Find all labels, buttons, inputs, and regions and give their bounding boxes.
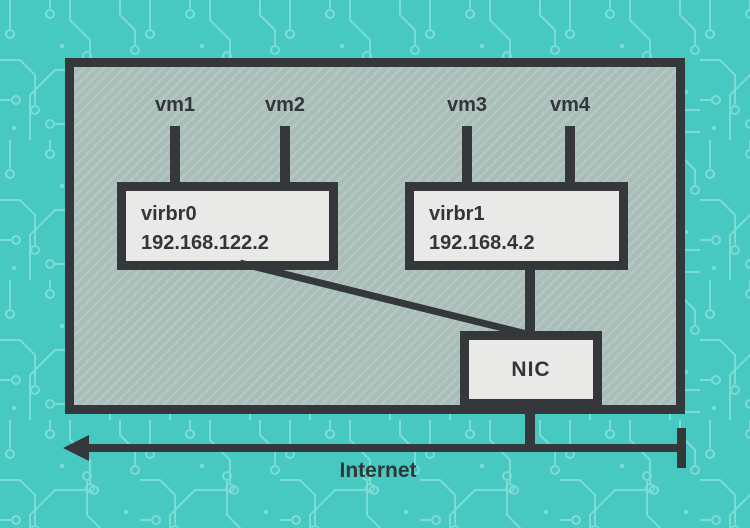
- internet-label: Internet: [339, 459, 417, 482]
- nic-internet-connector-line: [525, 398, 535, 448]
- vm1-connector-line: [170, 126, 180, 186]
- nic-label: NIC: [511, 357, 551, 381]
- vm3-label: vm3: [446, 94, 488, 116]
- virbr1-ip: 192.168.4.2: [429, 232, 535, 254]
- vm3-connector-line: [462, 126, 472, 186]
- virbr0-ip: 192.168.122.2: [141, 232, 269, 254]
- virbr0-name: virbr0: [141, 203, 197, 225]
- vm4-label: vm4: [549, 94, 591, 116]
- vm2-connector-line: [280, 126, 290, 186]
- vm1-label: vm1: [154, 94, 196, 116]
- virbr1-nic-connector-line: [525, 264, 535, 334]
- vm2-label: vm2: [264, 94, 306, 116]
- virbr1-name: virbr1: [429, 203, 485, 225]
- nic-box: NIC: [460, 331, 602, 408]
- vm4-connector-line: [565, 126, 575, 186]
- virbr1-box: virbr1 192.168.4.2: [405, 182, 628, 270]
- virbr0-box: virbr0 192.168.122.2: [117, 182, 338, 270]
